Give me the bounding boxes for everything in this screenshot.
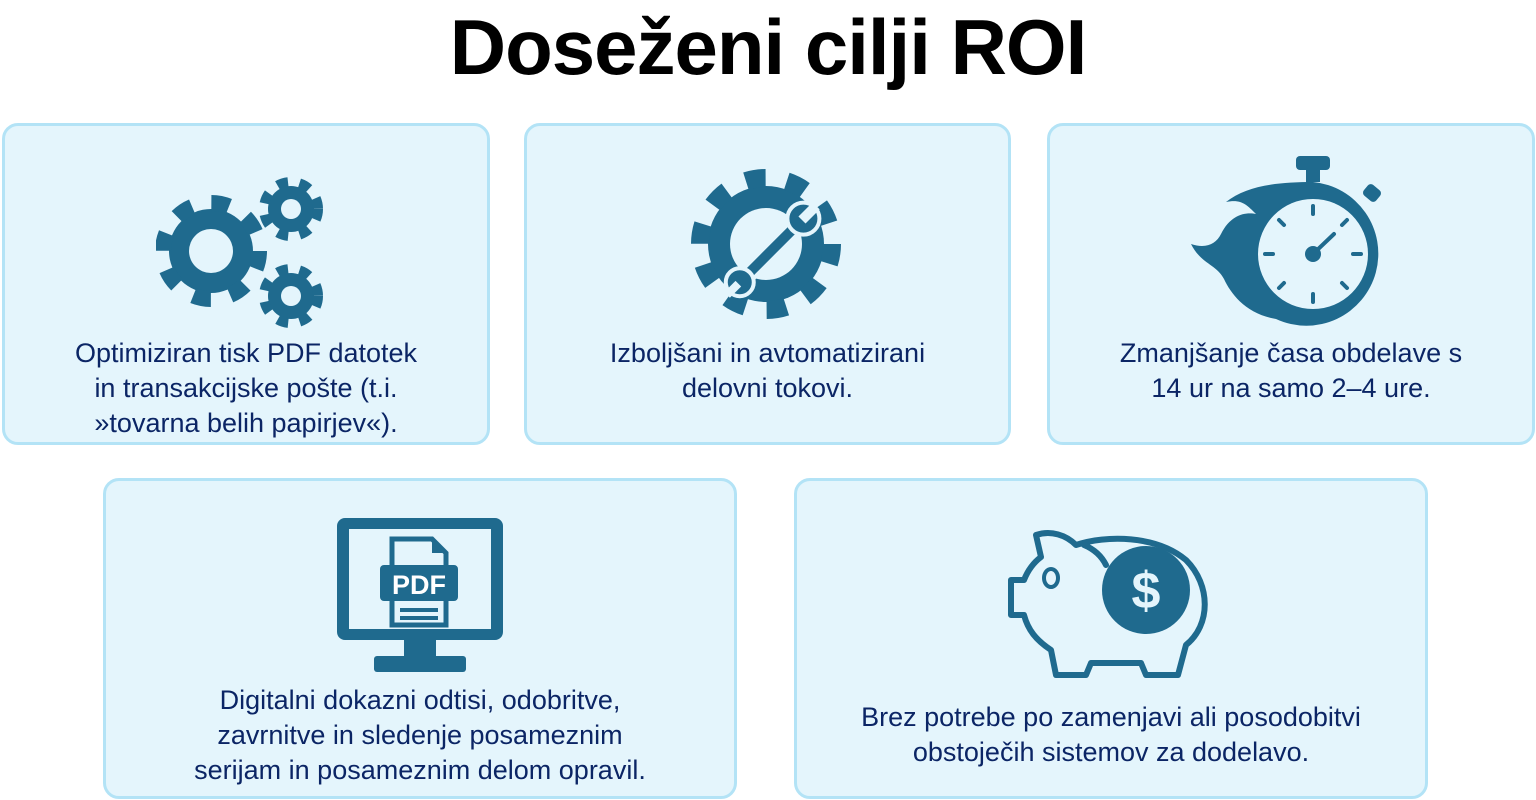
piggy-bank-icon: $ bbox=[1008, 530, 1208, 678]
monitor-pdf-icon: PDF bbox=[337, 518, 503, 672]
card-line: Zmanjšanje časa obdelave s bbox=[1119, 338, 1463, 368]
card-automated-workflows: Izboljšani in avtomatizirani delovni tok… bbox=[524, 123, 1011, 445]
card-text: Optimiziran tisk PDF datotek in transakc… bbox=[5, 336, 487, 441]
gear-wrench-icon bbox=[690, 169, 841, 319]
pdf-label: PDF bbox=[392, 570, 446, 600]
dollar-icon: $ bbox=[1132, 562, 1161, 620]
page-title: Doseženi cilji ROI bbox=[449, 3, 1088, 91]
card-optimized-printing: Optimiziran tisk PDF datotek in transakc… bbox=[2, 123, 490, 445]
card-line: serijam in posameznim delom opravil. bbox=[194, 755, 646, 785]
card-text: Izboljšani in avtomatizirani delovni tok… bbox=[527, 336, 1008, 406]
card-digital-proofs: PDF Digitalni dokazni odtisi, odobritve,… bbox=[103, 478, 737, 799]
card-line: »tovarna belih papirjev«). bbox=[94, 408, 398, 438]
card-line: Optimiziran tisk PDF datotek bbox=[74, 338, 418, 368]
card-processing-time: Zmanjšanje časa obdelave s 14 ur na samo… bbox=[1047, 123, 1535, 445]
card-line: Digitalni dokazni odtisi, odobritve, bbox=[219, 685, 621, 715]
card-text: Brez potrebe po zamenjavi ali posodobitv… bbox=[797, 700, 1425, 770]
stopwatch-icon bbox=[1191, 156, 1381, 326]
card-line: in transakcijske pošte (t.i. bbox=[94, 373, 398, 403]
card-no-replacement: $ Brez potrebe po zamenjavi ali posodobi… bbox=[794, 478, 1428, 799]
card-line: zavrnitve in sledenje posameznim bbox=[217, 720, 623, 750]
card-line: obstoječih sistemov za dodelavo. bbox=[912, 737, 1310, 767]
card-line: 14 ur na samo 2–4 ure. bbox=[1151, 373, 1431, 403]
card-line: Izboljšani in avtomatizirani bbox=[609, 338, 926, 368]
gears-icon bbox=[156, 177, 323, 328]
card-text: Digitalni dokazni odtisi, odobritve, zav… bbox=[106, 683, 734, 788]
card-line: delovni tokovi. bbox=[681, 373, 854, 403]
card-line: Brez potrebe po zamenjavi ali posodobitv… bbox=[861, 702, 1361, 732]
card-text: Zmanjšanje časa obdelave s 14 ur na samo… bbox=[1050, 336, 1532, 406]
